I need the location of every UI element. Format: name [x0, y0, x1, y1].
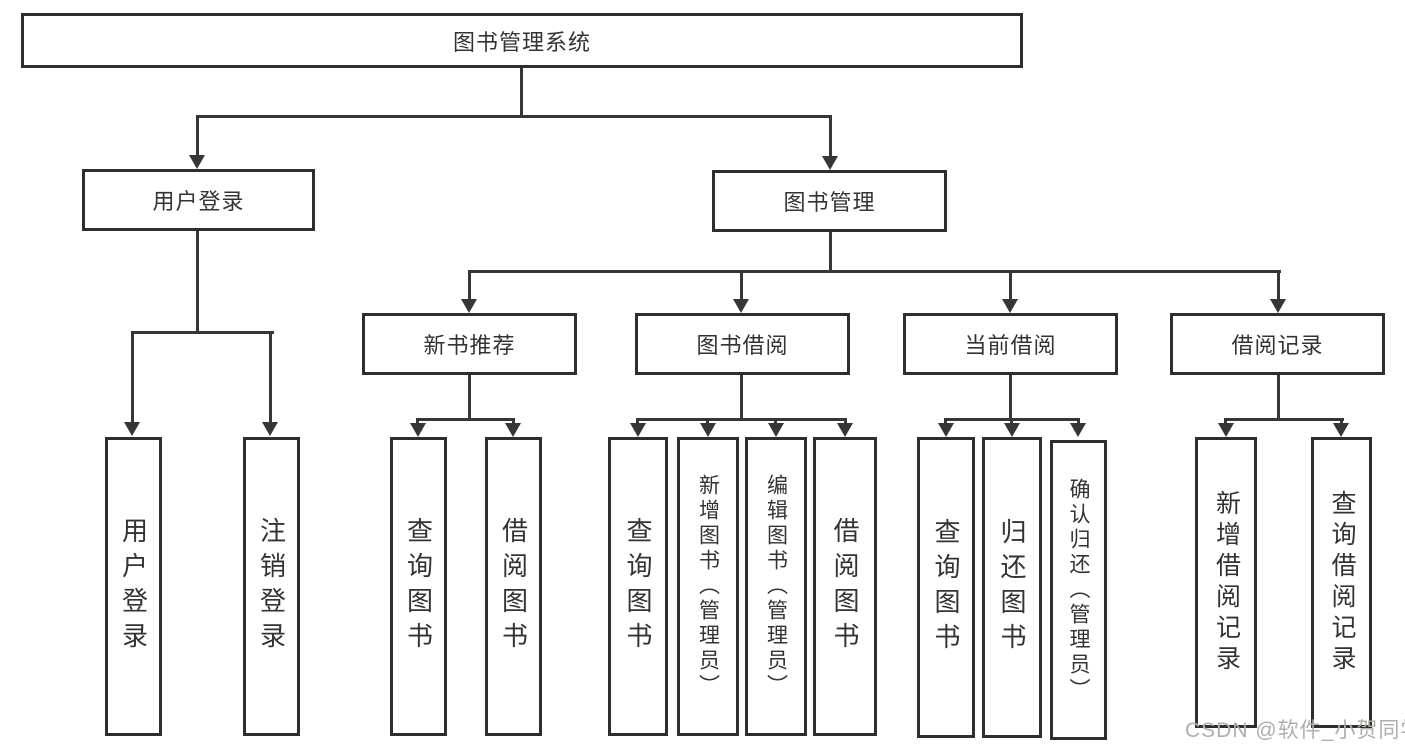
arrow-down-icon [1004, 423, 1020, 437]
connector-line [1010, 418, 1013, 426]
arrow-down-icon [938, 423, 954, 437]
leaf-user-login: 用户登录 [105, 437, 162, 736]
connector-line [520, 68, 523, 118]
arrow-down-icon [630, 423, 646, 437]
connector-line [196, 115, 832, 118]
node-root-label: 图书管理系统 [452, 29, 591, 55]
arrow-down-icon [262, 422, 278, 436]
arrow-down-icon [768, 423, 784, 437]
leaf-query-books-2: 查询图书 [608, 437, 668, 736]
node-book-borrowing: 图书借阅 [635, 313, 850, 375]
connector-line [636, 418, 847, 421]
connector-line [1009, 375, 1012, 420]
leaf-borrow-books-2: 借阅图书 [813, 437, 877, 736]
connector-line [512, 418, 515, 426]
arrow-down-icon [1270, 299, 1286, 313]
connector-line [1009, 270, 1012, 299]
connector-line [1224, 418, 1344, 421]
leaf-borrow-books-2-label: 借阅图书 [830, 516, 860, 657]
arrow-down-icon [189, 155, 205, 169]
leaf-borrow-books-label: 借阅图书 [498, 516, 529, 657]
connector-line [468, 270, 1281, 273]
leaf-logout: 注销登录 [243, 437, 300, 736]
connector-line [1077, 418, 1080, 426]
leaf-add-books-admin-label: 新增图书（管理员） [696, 474, 720, 699]
connector-line [829, 115, 832, 156]
arrow-down-icon [1218, 423, 1234, 437]
node-user-login-label: 用户登录 [152, 189, 245, 214]
leaf-confirm-return-admin: 确认归还（管理员） [1050, 440, 1107, 740]
connector-line [468, 375, 471, 420]
node-current-borrowing: 当前借阅 [903, 313, 1118, 375]
connector-line [468, 270, 471, 299]
connector-line [416, 418, 419, 426]
connector-line [131, 331, 134, 423]
leaf-add-borrow-record: 新增借阅记录 [1195, 437, 1257, 728]
leaf-add-books-admin: 新增图书（管理员） [677, 437, 739, 736]
connector-line [774, 418, 777, 426]
arrow-down-icon [822, 156, 838, 170]
connector-line [740, 270, 743, 299]
node-root-system: 图书管理系统 [21, 13, 1023, 68]
leaf-borrow-books: 借阅图书 [485, 437, 542, 736]
connector-line [1224, 418, 1227, 426]
arrow-down-icon [461, 299, 477, 313]
connector-line [196, 115, 199, 156]
leaf-query-books-label: 查询图书 [403, 516, 434, 657]
connector-line [269, 331, 272, 423]
leaf-query-books: 查询图书 [390, 437, 447, 736]
connector-line [636, 418, 639, 426]
leaf-query-books-3: 查询图书 [917, 437, 975, 738]
leaf-edit-books-admin: 编辑图书（管理员） [745, 437, 807, 736]
arrow-down-icon [1070, 423, 1086, 437]
node-book-management-label: 图书管理 [783, 190, 876, 215]
leaf-confirm-return-admin-label: 确认归还（管理员） [1067, 477, 1090, 703]
connector-line [196, 231, 199, 333]
node-user-login: 用户登录 [82, 169, 315, 231]
arrow-down-icon [733, 299, 749, 313]
leaf-user-login-label: 用户登录 [118, 516, 149, 657]
connector-line [1277, 270, 1280, 299]
connector-line [944, 418, 947, 426]
node-borrowing-records: 借阅记录 [1170, 313, 1385, 375]
connector-line [1277, 375, 1280, 420]
connector-line [416, 418, 515, 421]
node-new-book-recommendation-label: 新书推荐 [423, 333, 516, 358]
arrow-down-icon [837, 423, 853, 437]
node-borrowing-records-label: 借阅记录 [1231, 333, 1324, 358]
connector-line [131, 331, 274, 334]
leaf-add-borrow-record-label: 新增借阅记录 [1212, 489, 1241, 676]
leaf-return-books: 归还图书 [982, 437, 1042, 738]
leaf-query-books-3-label: 查询图书 [931, 517, 961, 658]
connector-line [1340, 418, 1343, 426]
leaf-query-borrow-record: 查询借阅记录 [1311, 437, 1372, 728]
arrow-down-icon [700, 423, 716, 437]
leaf-return-books-label: 归还图书 [997, 517, 1027, 658]
node-current-borrowing-label: 当前借阅 [964, 333, 1057, 358]
connector-line [706, 418, 709, 426]
csdn-watermark: CSDN @软件_小贺同学 [1185, 719, 1405, 742]
node-new-book-recommendation: 新书推荐 [362, 313, 577, 375]
arrow-down-icon [410, 423, 426, 437]
node-book-management: 图书管理 [712, 170, 947, 232]
node-book-borrowing-label: 图书借阅 [696, 333, 789, 358]
arrow-down-icon [1333, 423, 1349, 437]
connector-line [740, 375, 743, 420]
arrow-down-icon [505, 423, 521, 437]
connector-line [844, 418, 847, 426]
leaf-edit-books-admin-label: 编辑图书（管理员） [764, 474, 788, 699]
leaf-query-borrow-record-label: 查询借阅记录 [1328, 489, 1356, 676]
arrow-down-icon [1002, 299, 1018, 313]
connector-line [829, 232, 832, 273]
leaf-logout-label: 注销登录 [256, 516, 287, 657]
leaf-query-books-2-label: 查询图书 [623, 516, 653, 657]
arrow-down-icon [124, 422, 140, 436]
